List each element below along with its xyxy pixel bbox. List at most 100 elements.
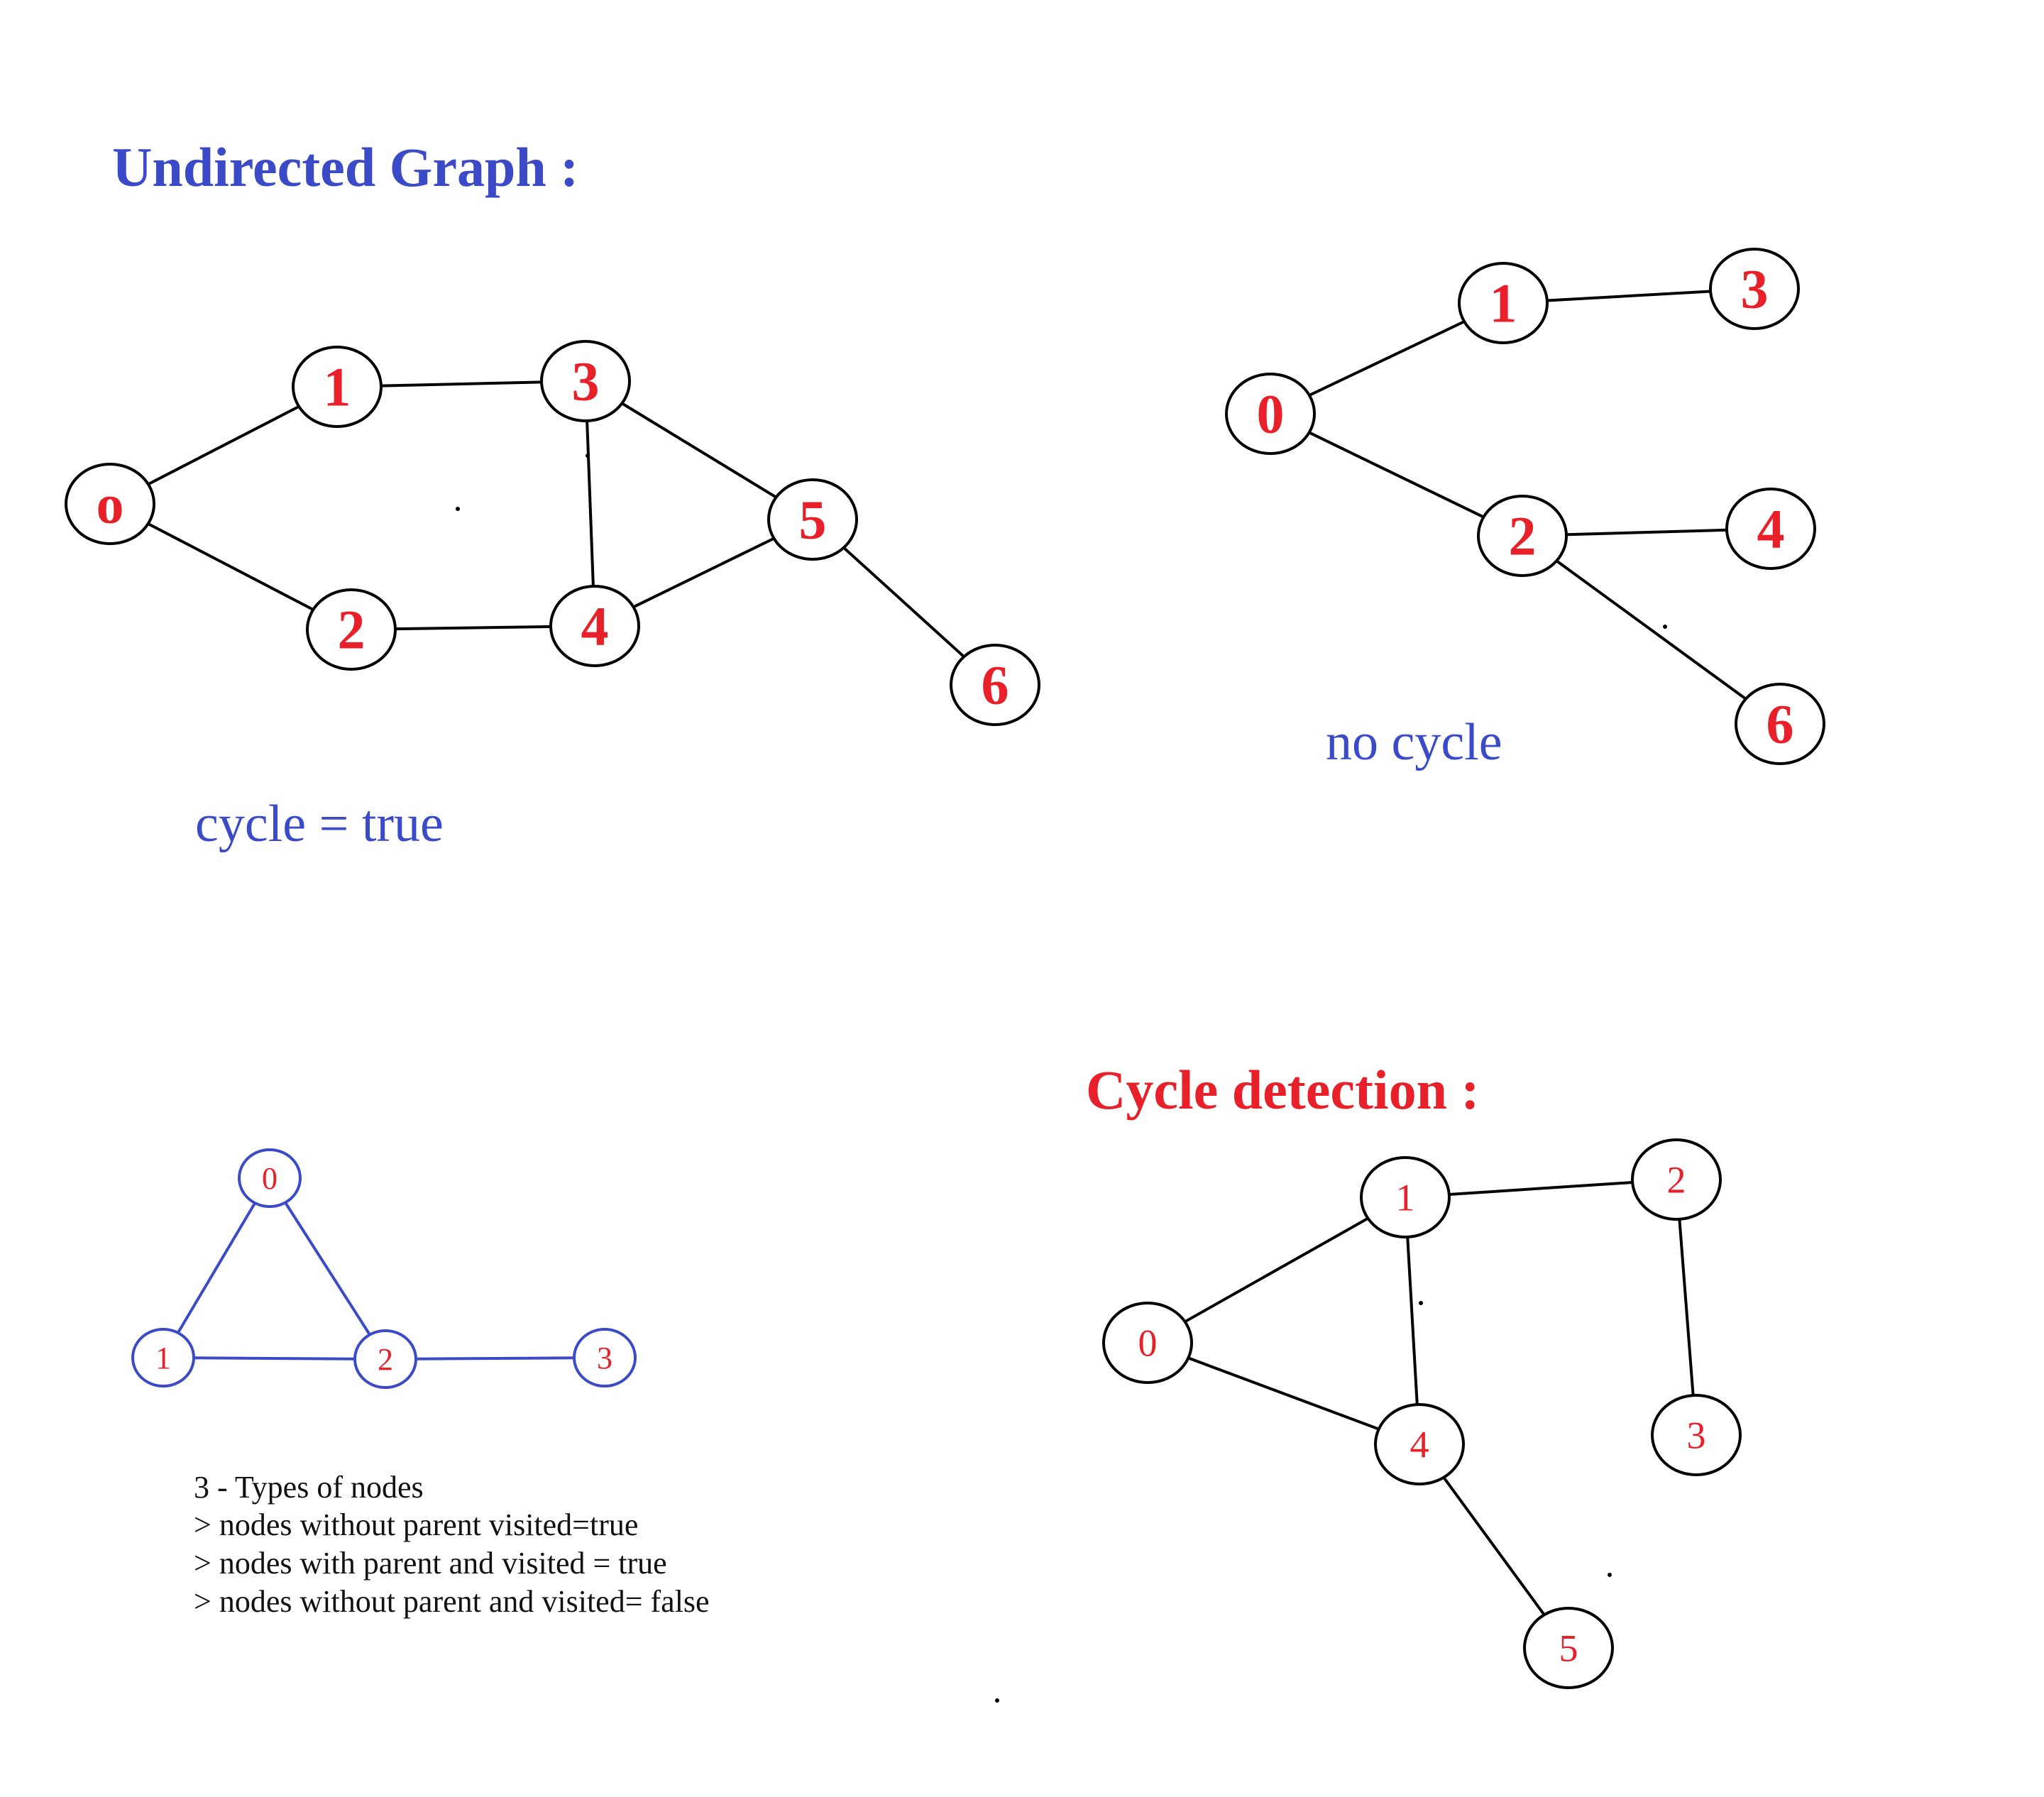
node-label: 3 <box>1741 258 1769 320</box>
edge-n4-n5 <box>632 537 775 609</box>
node-label: o <box>97 473 124 535</box>
node-t4: 4 <box>1725 488 1816 570</box>
node-label: 1 <box>1490 273 1517 334</box>
edge-d4-d5 <box>1442 1476 1546 1616</box>
edge-t2-t4 <box>1566 528 1727 537</box>
undirected-graph-title: Undirected Graph : <box>112 136 578 198</box>
node-label: 0 <box>262 1161 278 1196</box>
node-circle <box>1709 248 1800 330</box>
node-a2: 2 <box>353 1329 417 1389</box>
edge-n2-n4 <box>395 625 551 631</box>
node-d0: 0 <box>1102 1302 1193 1384</box>
stray-dot <box>456 507 460 511</box>
node-d1: 1 <box>1360 1156 1451 1238</box>
node-d2: 2 <box>1631 1138 1722 1221</box>
node-label: 2 <box>378 1342 393 1377</box>
node-circle <box>1102 1302 1193 1384</box>
node-label: 3 <box>597 1341 612 1375</box>
note-line: 3 - Types of nodes <box>194 1470 424 1505</box>
stray-dot <box>586 454 590 458</box>
node-label: 4 <box>1757 498 1785 560</box>
edge-n5-n6 <box>842 546 965 658</box>
node-n5: 5 <box>767 478 858 561</box>
node-n3: 3 <box>540 340 631 422</box>
node-circle <box>65 463 155 545</box>
node-circle <box>1631 1138 1722 1221</box>
node-label: 4 <box>581 595 609 657</box>
cycle-true-caption: cycle = true <box>195 795 444 853</box>
node-n4: 4 <box>549 585 640 667</box>
edge-n3-n4 <box>586 420 595 587</box>
node-label: 3 <box>572 351 600 412</box>
node-circle <box>1523 1607 1614 1689</box>
note-line: > nodes without parent and visited= fals… <box>194 1584 710 1619</box>
node-label: 0 <box>1257 383 1285 445</box>
edge-n1-n3 <box>380 380 542 388</box>
node-t2: 2 <box>1477 495 1568 577</box>
edge-t1-t3 <box>1546 290 1711 302</box>
node-circle <box>1477 495 1568 577</box>
node-label: 1 <box>1396 1176 1415 1219</box>
stray-dot <box>1608 1573 1612 1577</box>
node-circle <box>1374 1403 1465 1485</box>
stray-dot <box>1663 625 1667 629</box>
node-t3: 3 <box>1709 248 1800 330</box>
node-t6: 6 <box>1735 683 1825 765</box>
node-circle <box>549 585 640 667</box>
note-line: > nodes with parent and visited = true <box>194 1546 667 1581</box>
edge-n3-n5 <box>621 402 777 499</box>
edge-a0-a1 <box>177 1202 256 1334</box>
node-circle <box>573 1328 637 1387</box>
graph-cycle-detection: 0 1 2 3 4 5 <box>1102 1138 1742 1689</box>
edge-t2-t6 <box>1556 559 1747 700</box>
node-d5: 5 <box>1523 1607 1614 1689</box>
edge-d0-d1 <box>1184 1216 1369 1324</box>
node-a3: 3 <box>573 1328 637 1387</box>
edge-t0-t2 <box>1308 431 1485 519</box>
node-circle <box>1225 373 1316 455</box>
no-cycle-caption: no cycle <box>1326 713 1502 771</box>
node-a1: 1 <box>131 1328 195 1387</box>
node-circle <box>1458 262 1549 344</box>
node-n1: 1 <box>292 346 383 428</box>
node-circle <box>292 346 383 428</box>
node-circle <box>1651 1394 1742 1476</box>
edge-a0-a2 <box>284 1202 371 1336</box>
node-n0: o <box>65 463 155 545</box>
node-t0: 0 <box>1225 373 1316 455</box>
node-a0: 0 <box>238 1148 302 1208</box>
stray-dot <box>1419 1301 1423 1305</box>
node-circle <box>306 588 397 671</box>
node-circle <box>238 1148 302 1208</box>
node-label: 2 <box>1667 1158 1686 1201</box>
edge-d0-d4 <box>1187 1356 1380 1431</box>
node-label: 4 <box>1410 1423 1429 1466</box>
node-label: 5 <box>799 489 827 551</box>
node-d4: 4 <box>1374 1403 1465 1485</box>
node-d3: 3 <box>1651 1394 1742 1476</box>
node-label: 2 <box>1509 505 1537 567</box>
node-circle <box>1735 683 1825 765</box>
node-circle <box>767 478 858 561</box>
edge-n0-n2 <box>147 522 314 611</box>
node-circle <box>1725 488 1816 570</box>
node-label: 1 <box>155 1341 171 1375</box>
edge-d2-d3 <box>1678 1219 1695 1396</box>
node-label: 1 <box>324 356 351 418</box>
node-circle <box>1360 1156 1451 1238</box>
graph-no-cycle: 0 1 2 3 4 6 <box>1225 248 1825 765</box>
node-circle <box>131 1328 195 1387</box>
stray-dot <box>995 1698 999 1703</box>
node-circle <box>353 1329 417 1389</box>
node-label: 6 <box>982 654 1009 716</box>
cycle-detection-title: Cycle detection : <box>1086 1059 1479 1121</box>
node-label: 3 <box>1687 1414 1706 1456</box>
graph-triangle-example: 0 1 2 3 <box>131 1148 637 1389</box>
node-t1: 1 <box>1458 262 1549 344</box>
node-circle <box>540 340 631 422</box>
edge-d1-d4 <box>1406 1236 1419 1405</box>
edge-d1-d2 <box>1449 1181 1633 1196</box>
